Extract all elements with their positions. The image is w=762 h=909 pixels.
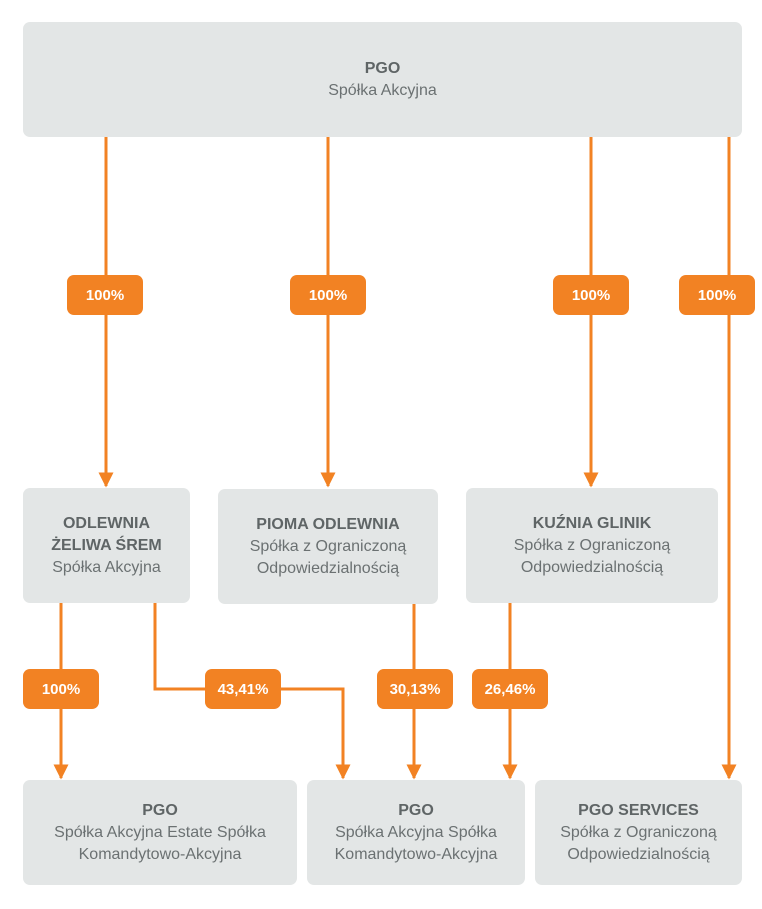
node-pgo-top: PGO Spółka Akcyjna [23,22,742,137]
node-title: PGO [142,801,178,819]
node-odlewnia-zeliwa-srem: ODLEWNIA ŻELIWA ŚREM Spółka Akcyjna [23,488,190,603]
node-title: PIOMA ODLEWNIA [256,515,400,533]
node-subtitle-line2: Odpowiedzialnością [520,558,664,576]
node-pioma-odlewnia: PIOMA ODLEWNIA Spółka z Ograniczoną Odpo… [218,489,438,604]
node-title: PGO [398,801,434,819]
badge-odlewnia-ska: 43,41% [205,669,281,709]
badge-top-kuznia: 100% [553,275,629,315]
node-pgo-services: PGO SERVICES Spółka z Ograniczoną Odpowi… [535,780,742,885]
node-subtitle-line2: Komandytowo-Akcyjna [78,845,242,863]
node-title: PGO [364,59,401,77]
node-title-line1: ODLEWNIA [62,514,151,532]
node-pgo-estate: PGO Spółka Akcyjna Estate Spółka Komandy… [23,780,297,885]
node-title-line2: ŻELIWA ŚREM [51,536,162,554]
node-subtitle-line1: Spółka z Ograniczoną [249,537,407,555]
node-subtitle-line1: Spółka Akcyjna Estate Spółka [54,823,266,841]
badge-top-services: 100% [679,275,755,315]
node-subtitle-line1: Spółka z Ograniczoną [513,536,671,554]
node-pgo-ska: PGO Spółka Akcyjna Spółka Komandytowo-Ak… [307,780,525,885]
node-subtitle: Spółka Akcyjna [328,81,437,99]
node-subtitle: Spółka Akcyjna [52,558,161,576]
node-kuznia-glinik: KUŹNIA GLINIK Spółka z Ograniczoną Odpow… [466,488,718,603]
badge-top-pioma: 100% [290,275,366,315]
node-subtitle-line2: Odpowiedzialnością [256,559,400,577]
badge-top-odlewnia: 100% [67,275,143,315]
badge-odlewnia-estate: 100% [23,669,99,709]
node-title: PGO SERVICES [578,801,699,819]
badge-kuznia-ska: 26,46% [472,669,548,709]
node-subtitle-line2: Komandytowo-Akcyjna [334,845,498,863]
node-subtitle-line1: Spółka z Ograniczoną [560,823,717,841]
badge-pioma-ska: 30,13% [377,669,453,709]
node-subtitle-line1: Spółka Akcyjna Spółka [335,823,497,841]
node-subtitle-line2: Odpowiedzialnością [567,845,710,863]
node-title: KUŹNIA GLINIK [532,514,652,532]
